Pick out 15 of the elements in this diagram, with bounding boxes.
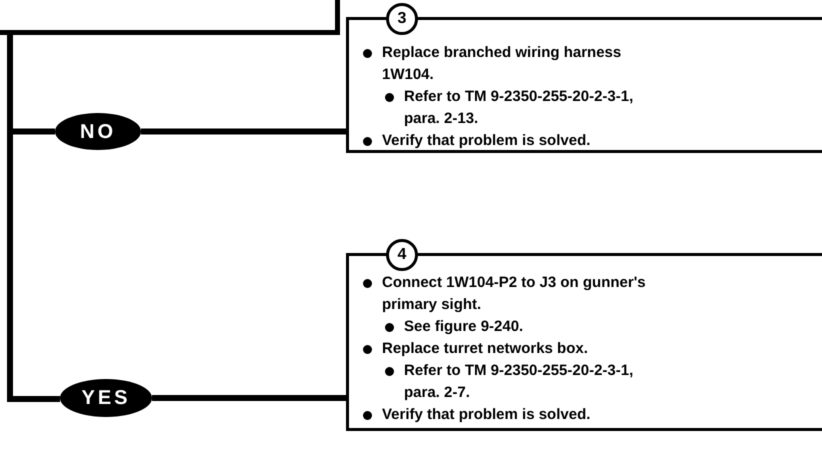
instruction-text: Replace branched wiring harness 1W104. bbox=[382, 43, 622, 85]
instruction-text: Refer to TM 9-2350-255-20-2-3-1, para. 2-7. bbox=[404, 361, 634, 403]
step-number: 3 bbox=[386, 3, 418, 35]
decision-oval: NO bbox=[55, 113, 141, 150]
instruction-text: Connect 1W104-P2 to J3 on gunner's primary sight. bbox=[382, 273, 647, 315]
instruction-text: Verify that problem is solved. bbox=[382, 405, 590, 425]
step-number: 4 bbox=[386, 239, 418, 271]
instruction-text: Verify that problem is solved. bbox=[382, 131, 590, 151]
instruction-text: Replace turret networks box. bbox=[382, 339, 588, 359]
connector-line bbox=[152, 395, 346, 401]
flow-box bbox=[0, 0, 340, 35]
connector-line bbox=[141, 128, 346, 134]
instruction-text: Refer to TM 9-2350-255-20-2-3-1, para. 2-13. bbox=[404, 87, 634, 129]
instruction-text: See figure 9-240. bbox=[404, 317, 524, 337]
decision-oval: YES bbox=[60, 379, 152, 417]
